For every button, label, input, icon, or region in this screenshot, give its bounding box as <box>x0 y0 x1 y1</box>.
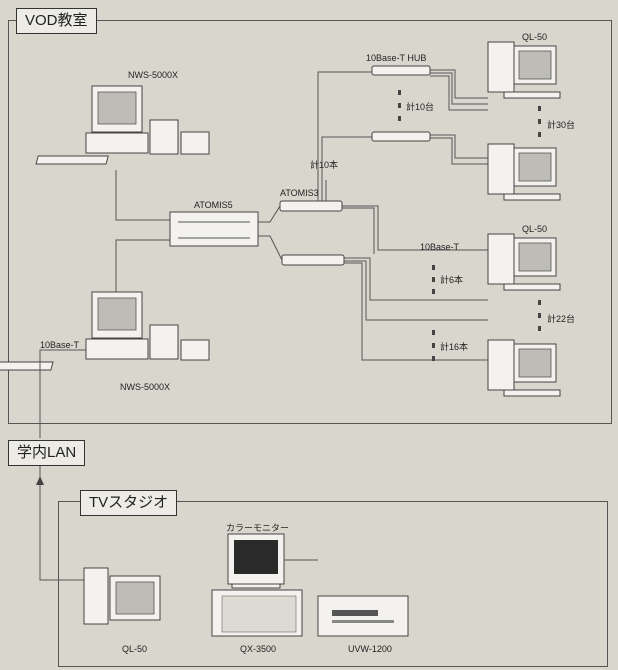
tv-studio-frame <box>58 501 608 667</box>
vod-classroom-title: VOD教室 <box>16 8 97 34</box>
count-10-lines: 計10本 <box>310 160 339 170</box>
hub-label: 10Base-T HUB <box>366 53 427 63</box>
connection-lines <box>36 69 488 581</box>
nws-bottom-label: NWS-5000X <box>120 382 171 392</box>
ql50-top-label: QL-50 <box>522 32 548 42</box>
nws-bottom-workstation <box>0 291 210 371</box>
count-22-units: 計22台 <box>547 314 576 324</box>
tv-studio-title: TVスタジオ <box>80 490 178 516</box>
color-monitor-device <box>227 533 285 589</box>
ql50-right-1 <box>487 41 561 99</box>
atomis5-device <box>169 211 259 247</box>
ql50-studio-label: QL-50 <box>122 644 148 654</box>
ql50-right-3 <box>487 233 561 291</box>
uvw1200-label: UVW-1200 <box>348 644 392 654</box>
nws-top-label: NWS-5000X <box>128 70 179 80</box>
qx3500-label: QX-3500 <box>240 644 277 654</box>
hub-lower <box>281 254 345 266</box>
campus-lan-label: 学内LAN <box>8 440 86 466</box>
ql50-right-2 <box>487 143 561 201</box>
nws-top-workstation <box>35 85 210 165</box>
atomis5-label: ATOMIS5 <box>194 200 233 210</box>
vod-classroom-frame <box>8 20 612 424</box>
ql50-right-4 <box>487 339 561 397</box>
color-monitor-label: カラーモニター <box>226 523 290 533</box>
atomis3-label: ATOMIS3 <box>280 188 319 198</box>
count-16-lines: 計16本 <box>440 342 469 352</box>
hub-mid <box>371 131 431 142</box>
count-30-units: 計30台 <box>547 120 576 130</box>
tenbase-left-label: 10Base-T <box>40 340 80 350</box>
ellipsis-dots <box>398 90 541 361</box>
ql50-studio-computer <box>83 567 161 625</box>
qx3500-device <box>211 589 303 637</box>
uvw1200-device <box>317 595 409 637</box>
count-10-units: 計10台 <box>406 102 435 112</box>
tenbase-mid-label: 10Base-T <box>420 242 460 252</box>
ql50-mid-label: QL-50 <box>522 224 548 234</box>
count-6-lines: 計6本 <box>440 275 464 285</box>
hub-top <box>371 65 431 76</box>
atomis3-hub <box>279 200 343 212</box>
